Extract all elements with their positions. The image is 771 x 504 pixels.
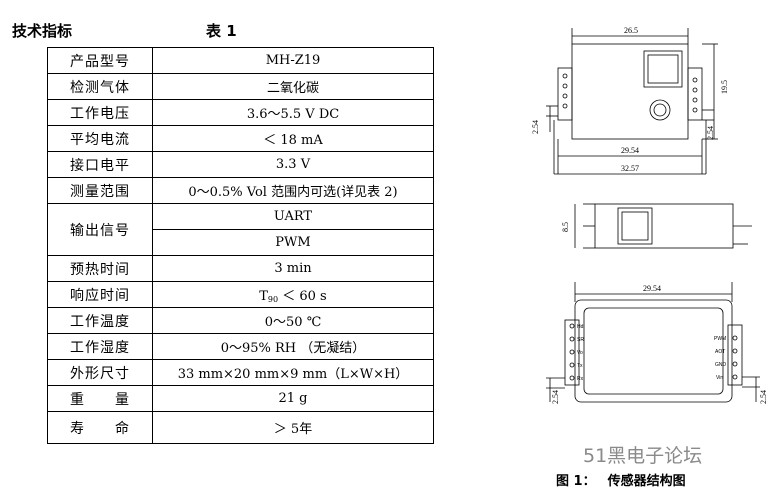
spec-label: 平均电流 — [47, 125, 153, 152]
dim-bottom-offset-right: 2.54 — [759, 390, 768, 404]
spec-row-gas: 检测气体 二氧化碳 — [47, 73, 434, 100]
spec-label: 响应时间 — [47, 281, 153, 308]
spec-label: 工作温度 — [47, 307, 153, 334]
spec-value: 0～95% RH （无凝结） — [152, 333, 434, 360]
spec-row-voltage: 工作电压 3.6～5.5 V DC — [47, 99, 434, 126]
spec-label: 接口电平 — [47, 151, 153, 178]
pin-label-aot: AOT — [715, 349, 725, 355]
pin-label-hd: Hd — [577, 324, 584, 330]
dim-pcb-width: 29.54 — [621, 146, 639, 155]
spec-label: 检测气体 — [47, 73, 153, 100]
spec-row-output-uart: 输出信号 UART — [47, 203, 434, 256]
pin-label-vin: Vin — [716, 375, 723, 381]
spec-row-preheat: 预热时间 3 min — [47, 255, 434, 282]
spec-value: PWM — [152, 229, 434, 256]
spec-label: 重 量 — [47, 385, 153, 412]
pin-label-pwm: PWM — [714, 336, 726, 342]
spec-value: 二氧化碳 — [152, 73, 434, 100]
dim-bottom-width: 29.54 — [643, 284, 661, 293]
response-symbol: T — [259, 289, 268, 304]
spec-value: 33 mm×20 mm×9 mm（L×W×H） — [152, 359, 434, 386]
spec-value: ＜ 18 mA — [152, 125, 434, 152]
top-view: 26.5 19.5 2.54 2.54 29.54 — [531, 26, 729, 175]
spec-row-interface-level: 接口电平 3.3 V — [47, 151, 434, 178]
spec-label: 工作湿度 — [47, 333, 153, 360]
bottom-view: 29.54 Hd SR Vo Tx Rx PWM AOT GND Vin 2.5… — [546, 282, 768, 404]
section-heading: 技术指标 — [12, 22, 73, 40]
table-caption: 表 1 — [206, 22, 237, 40]
sensor-structure-drawing: 26.5 19.5 2.54 2.54 29.54 — [531, 26, 768, 404]
spec-row-current: 平均电流 ＜ 18 mA — [47, 125, 434, 152]
spec-label: 产品型号 — [47, 47, 153, 74]
dim-total-width: 32.57 — [621, 164, 639, 173]
response-value: ＜ 60 s — [278, 289, 327, 304]
dim-pin-offset-left: 2.54 — [531, 120, 540, 134]
spec-row-output-pwm: PWM — [48, 229, 434, 256]
spec-label: 工作电压 — [47, 99, 153, 126]
pin-label-vo: Vo — [577, 350, 583, 356]
spec-value: UART — [152, 203, 434, 230]
spec-value: MH-Z19 — [152, 47, 434, 74]
figure-title: 传感器结构图 — [607, 474, 686, 489]
spec-label: 测量范围 — [47, 177, 153, 204]
spec-row-dimensions: 外形尺寸 33 mm×20 mm×9 mm（L×W×H） — [47, 359, 434, 386]
dim-bottom-offset-left: 2.54 — [551, 390, 560, 404]
spec-value: T90 ＜ 60 s — [152, 281, 434, 308]
pin-label-sr: SR — [577, 337, 584, 343]
spec-value: 0～0.5% Vol 范围内可选(详见表 2) — [152, 177, 434, 204]
dim-top-width: 26.5 — [624, 26, 638, 35]
pin-label-tx: Tx — [577, 363, 583, 369]
spec-row-temperature: 工作温度 0～50 ℃ — [47, 307, 434, 334]
spec-row-response: 响应时间 T90 ＜ 60 s — [47, 281, 434, 308]
spec-value: 3.6～5.5 V DC — [152, 99, 434, 126]
spec-label: 预热时间 — [47, 255, 153, 282]
spec-row-humidity: 工作湿度 0～95% RH （无凝结） — [47, 333, 434, 360]
spec-value: 3.3 V — [152, 151, 434, 178]
spec-row-lifetime: 寿 命 ＞ 5年 — [47, 411, 434, 444]
spec-value: 21 g — [152, 385, 434, 412]
figure-number: 图 1： — [556, 474, 596, 489]
spec-row-weight: 重 量 21 g — [47, 385, 434, 412]
spec-row-model: 产品型号 MH-Z19 — [47, 47, 434, 74]
spec-row-range: 测量范围 0～0.5% Vol 范围内可选(详见表 2) — [47, 177, 434, 204]
pin-label-gnd: GND — [715, 362, 727, 368]
dim-thickness: 8.5 — [561, 222, 570, 232]
dim-height: 19.5 — [720, 80, 729, 94]
spec-label: 外形尺寸 — [47, 359, 153, 386]
spec-label: 输出信号 — [47, 203, 153, 256]
spec-table: 产品型号 MH-Z19 检测气体 二氧化碳 工作电压 3.6～5.5 V DC … — [47, 47, 434, 444]
spec-value: ＞ 5年 — [152, 411, 434, 444]
figure-caption: 图 1： 传感器结构图 — [556, 470, 686, 489]
pin-label-rx: Rx — [577, 376, 584, 382]
response-subscript: 90 — [267, 295, 279, 304]
spec-label: 寿 命 — [47, 411, 153, 444]
spec-value: 0～50 ℃ — [152, 307, 434, 334]
side-view: 8.5 — [561, 203, 752, 249]
spec-value: 3 min — [152, 255, 434, 282]
watermark: 51黑电子论坛 — [583, 445, 703, 467]
dim-pin-offset-right: 2.54 — [706, 126, 715, 140]
